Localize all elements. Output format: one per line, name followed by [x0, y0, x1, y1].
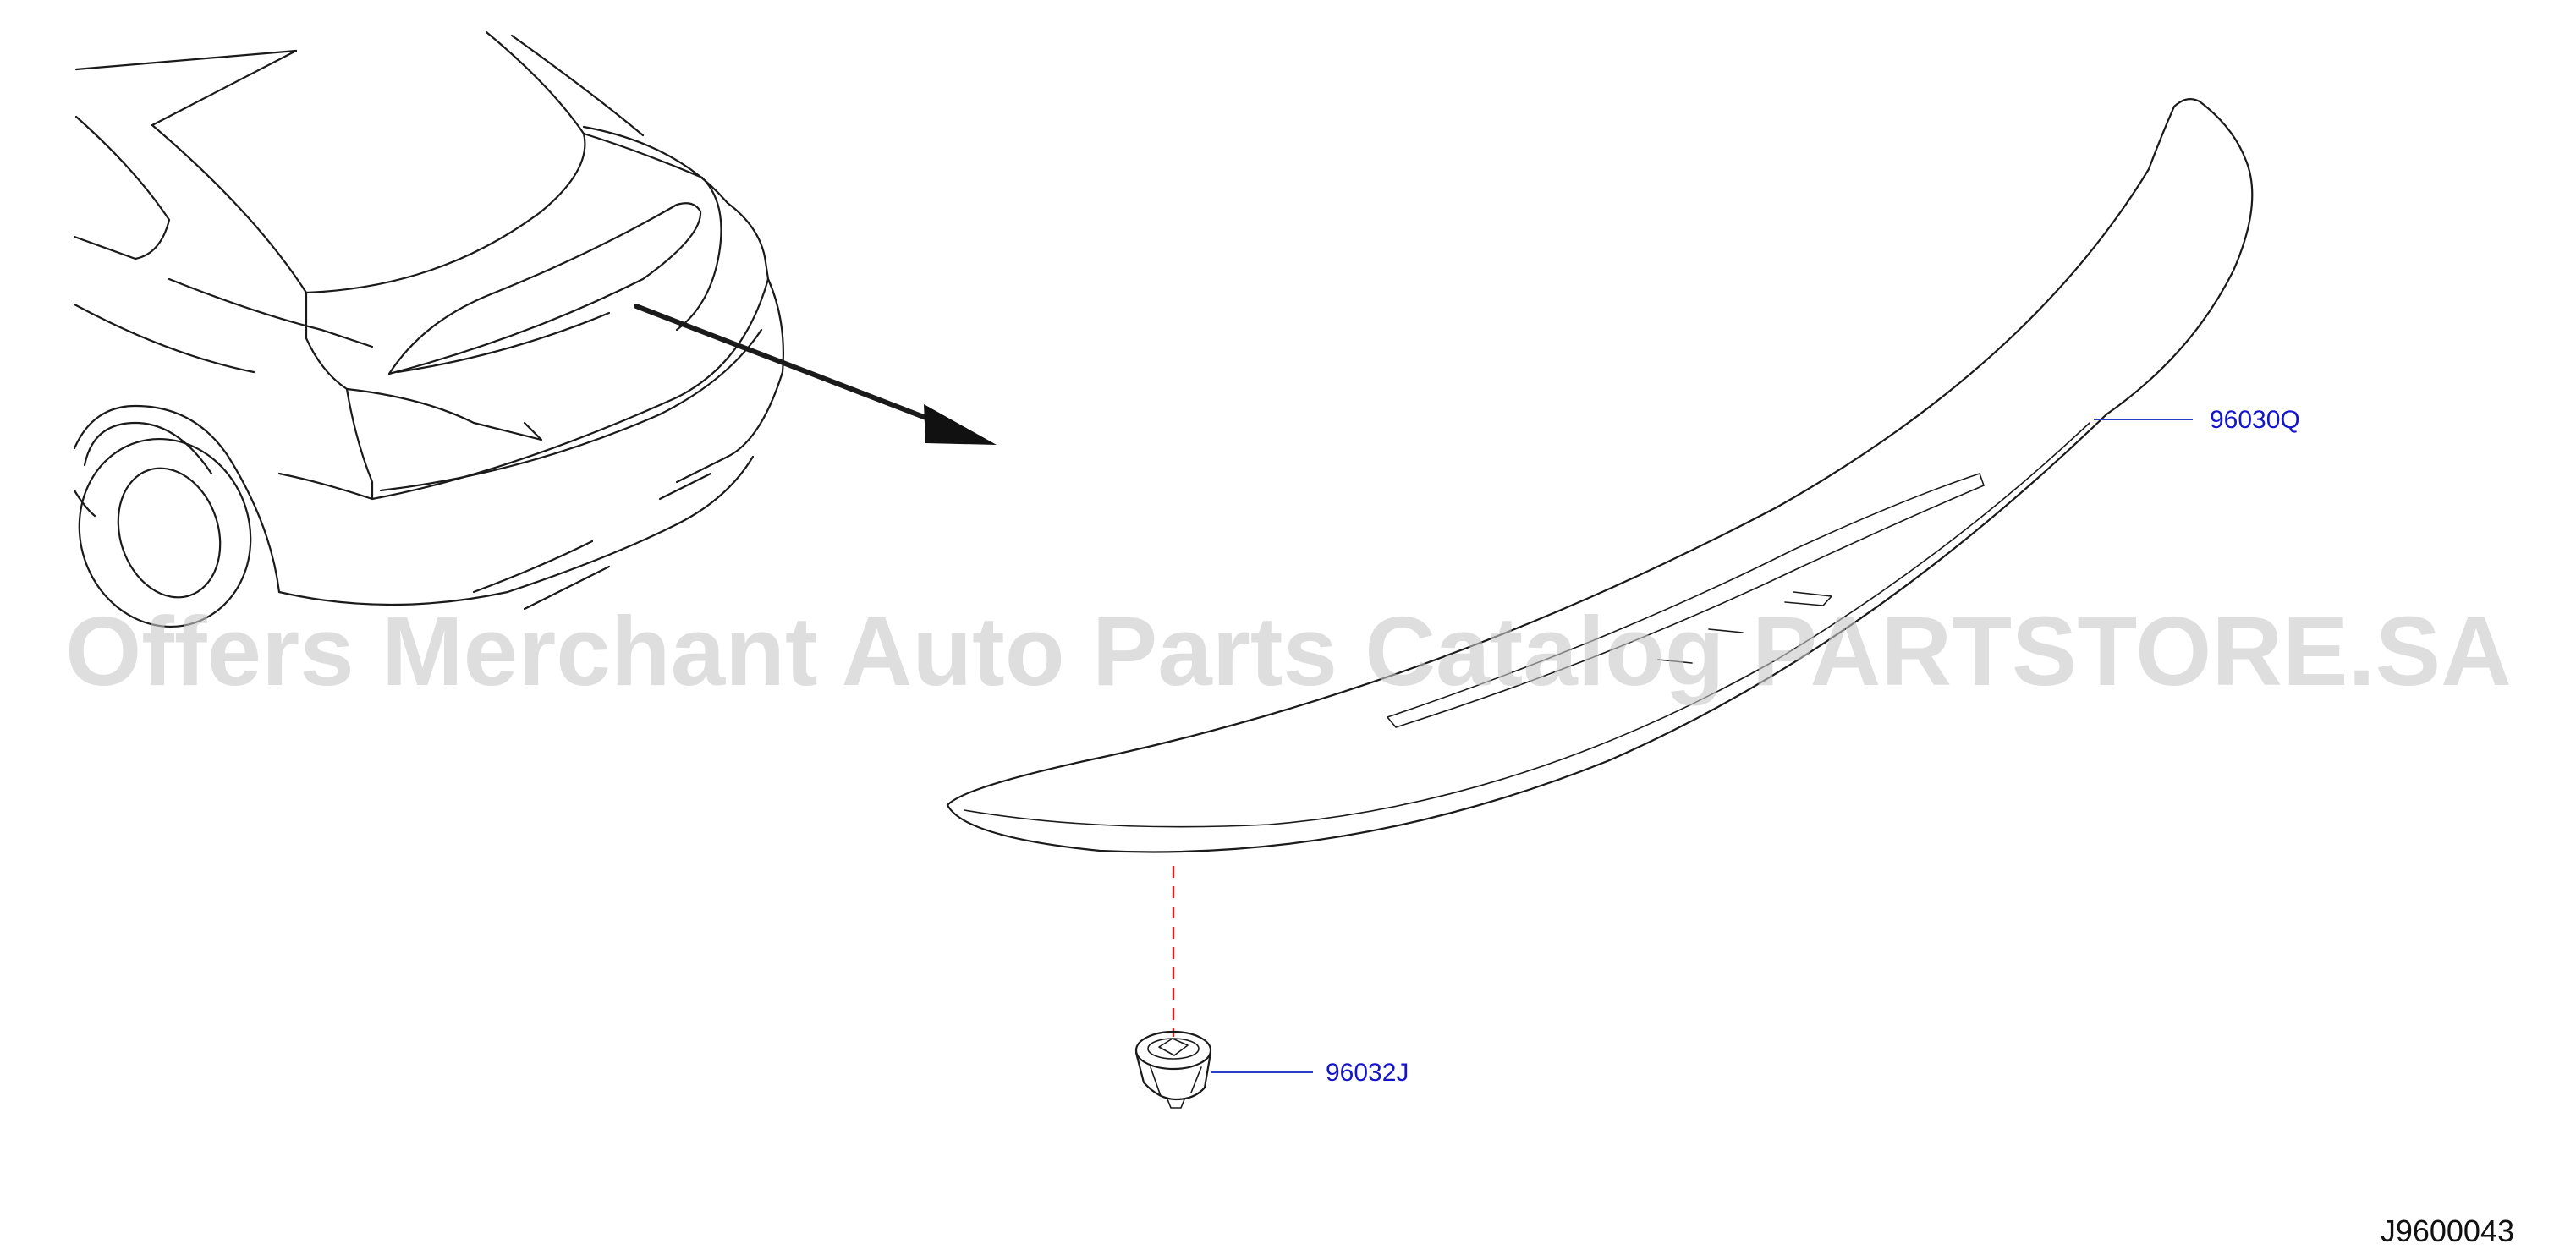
- direction-arrow-head: [924, 404, 997, 445]
- rear-spoiler-drawing: [946, 97, 2254, 853]
- part-label-spoiler[interactable]: 96030Q: [2210, 406, 2300, 434]
- diagram-id: J9600043: [2381, 1214, 2514, 1248]
- vehicle-rear-sketch: [73, 30, 997, 628]
- clip-drawing: [1134, 866, 1212, 1109]
- watermark-text: Offers Merchant Auto Parts Catalog PARTS…: [65, 596, 2512, 706]
- part-label-clip[interactable]: 96032J: [1326, 1059, 1409, 1087]
